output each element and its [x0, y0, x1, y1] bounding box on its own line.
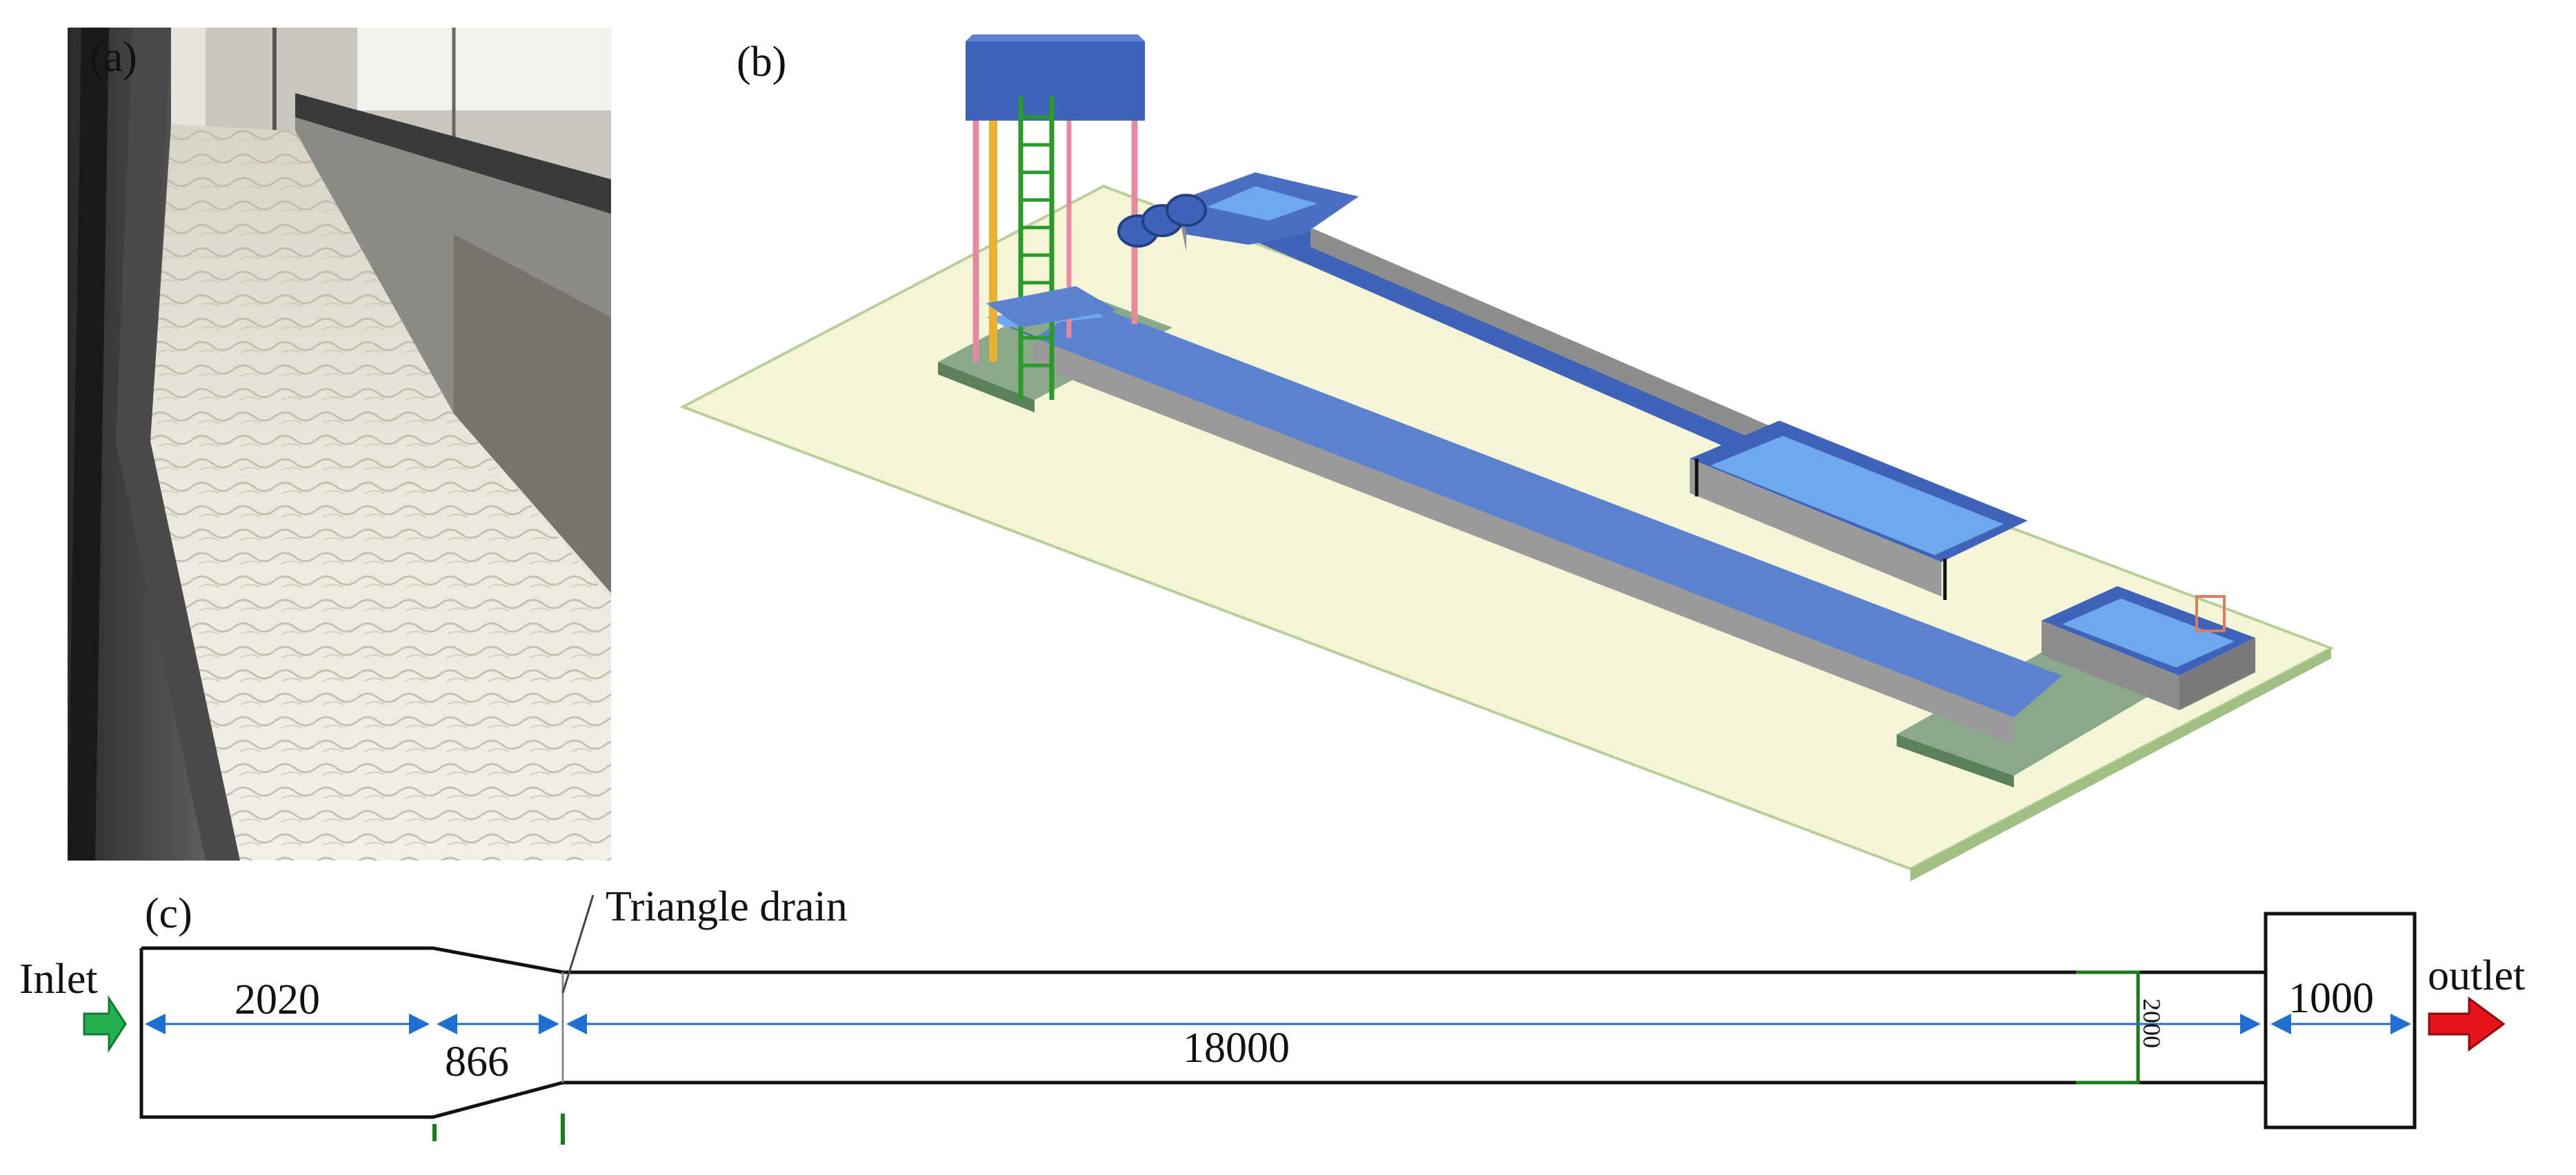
flume-photo: [68, 28, 611, 861]
flume-photo-illustration: [68, 28, 611, 861]
panel-label-a: (a): [90, 34, 137, 81]
dim-label-18000: 18000: [1183, 1025, 1290, 1072]
panel-label-b: (b): [737, 39, 787, 86]
outlet-arrow-icon: [2428, 996, 2506, 1052]
outlet-label: outlet: [2428, 952, 2525, 999]
outlet-box: [2264, 912, 2417, 1129]
flume-3d-render: [662, 14, 2576, 883]
dim-label-866: 866: [445, 1038, 509, 1085]
flume-3d-illustration: [679, 34, 2335, 881]
dim-label-1000: 1000: [2288, 975, 2374, 1022]
flume-plan-schematic: (c) Triangle drain Inlet outlet 2020 866…: [0, 876, 2576, 1172]
tailgate: [2076, 970, 2140, 1085]
dim-label-2020: 2020: [234, 976, 320, 1023]
dim-label-2000: 2000: [2138, 998, 2166, 1048]
inlet-arrow-icon: [83, 994, 127, 1054]
pumps: [1117, 194, 1207, 248]
ladder: [1018, 97, 1055, 400]
triangle-drain-label: Triangle drain: [606, 883, 848, 930]
plan-drawing: (c) Triangle drain Inlet outlet 2020 866…: [19, 883, 2525, 1145]
inlet-label: Inlet: [19, 956, 98, 1003]
panel-label-c: (c): [145, 890, 192, 937]
